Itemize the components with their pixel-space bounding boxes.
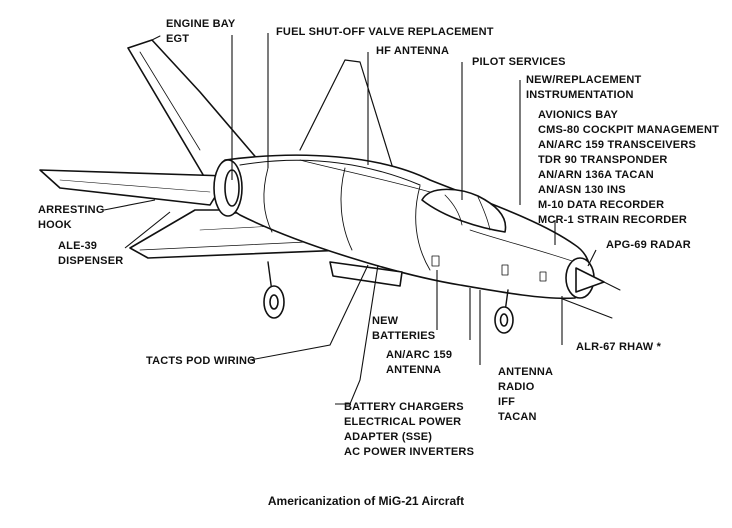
radar-cone [575,267,605,293]
label-new-batteries: NEW BATTERIES [372,315,436,342]
label-pilot-services: PILOT SERVICES [472,56,566,68]
leader-radar [587,249,597,267]
horizontal-stabilizer [39,169,229,206]
leader-ale [124,211,171,249]
main-gear-wheel [263,285,285,319]
fuselage [215,154,591,300]
nose-gear-wheel [494,306,514,334]
leader-tacts [249,264,369,361]
ventral-tank [329,261,403,287]
label-fuel-valve: FUEL SHUT-OFF VALVE REPLACEMENT [276,26,494,38]
figure-caption: Americanization of MiG-21 Aircraft [267,494,465,508]
label-hf-antenna: HF ANTENNA [376,45,450,57]
label-engine-bay: ENGINE BAY EGT [166,18,236,45]
label-battery-chargers: BATTERY CHARGERS ELECTRICAL POWER ADAPTE… [344,401,475,458]
label-arc-antenna: AN/ARC 159 ANTENNA [386,349,453,376]
label-antenna-radio: ANTENNA RADIO IFF TACAN [498,366,554,423]
leader-battery-chargers [335,264,379,405]
label-rhaw: ALR-67 RHAW * [576,341,662,353]
label-radar: APG-69 RADAR [606,239,691,251]
leader-hook [103,199,156,211]
label-instrumentation: NEW/REPLACEMENT INSTRUMENTATION [526,74,642,101]
label-avionics: AVIONICS BAY CMS-80 COCKPIT MANAGEMENT A… [538,109,720,226]
label-ale-dispenser: ALE-39 DISPENSER [58,240,124,267]
label-arresting-hook: ARRESTING HOOK [38,204,105,231]
label-tacts: TACTS POD WIRING [146,355,256,367]
canopy [421,188,507,233]
